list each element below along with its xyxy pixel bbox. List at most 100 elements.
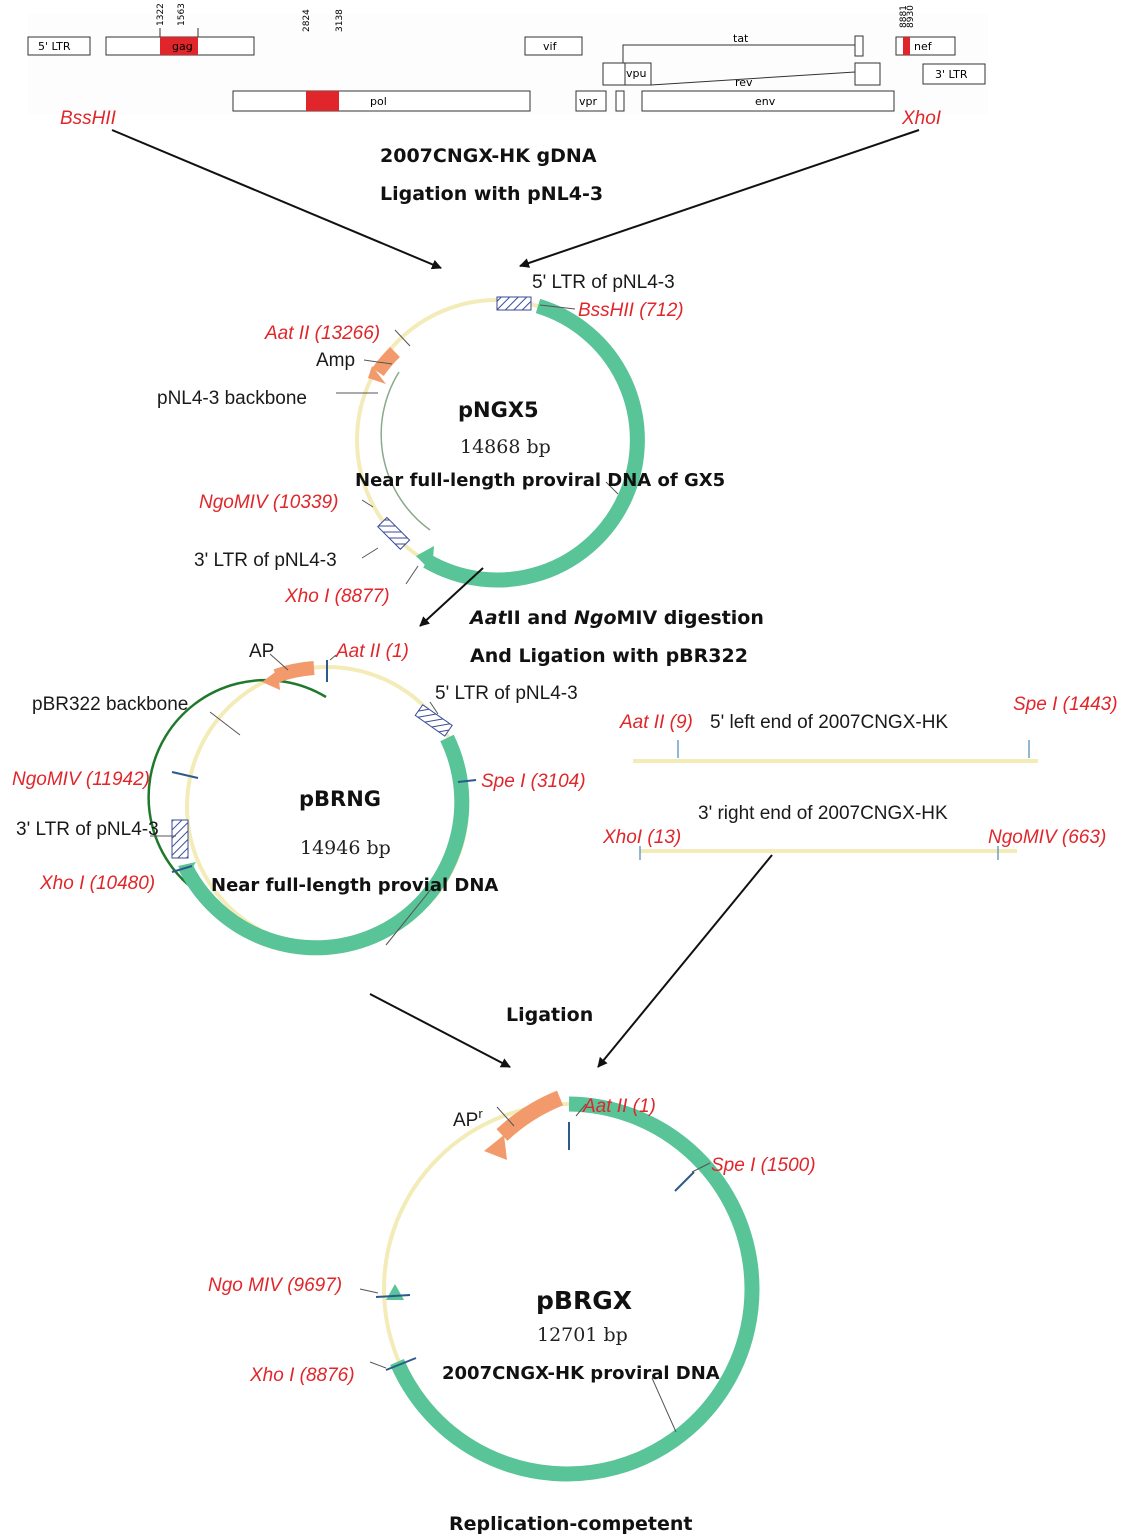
pos-8930: 8930 (906, 5, 916, 28)
pbrng-ltr3-label: 3' LTR of pNL4-3 (16, 819, 159, 840)
arrow-left-into-pngx5 (111, 129, 442, 270)
ptr-ltr3 (361, 547, 379, 559)
ptr-pbrng-backbone (209, 711, 241, 736)
gene-rev-label: rev (735, 76, 753, 89)
fragment-right-label: 3' right end of 2007CNGX-HK (698, 803, 948, 824)
ptr-ngomiv (361, 499, 374, 508)
pbrgx-desc: 2007CNGX-HK proviral DNA (442, 1363, 720, 1384)
arrow-fragments-to-pbrgx (597, 854, 773, 1068)
pbrng-ngomiv-label: NgoMIV (11942) (12, 769, 150, 790)
pos-1563: 1563 (177, 3, 187, 26)
pngx5-size: 14868 bp (460, 436, 551, 458)
pbrgx-tick-spei (674, 1171, 695, 1192)
pngx5-ltr5-label: 5' LTR of pNL4-3 (532, 272, 675, 293)
pngx5-ltr3-box (377, 516, 411, 550)
pngx5-amp-arrowhead (368, 366, 386, 384)
ptr-desc (605, 481, 619, 495)
step2-line1: AatII and NgoMIV digestion (468, 607, 764, 629)
gene-env-small (615, 90, 625, 112)
pngx5-insert-arrowhead (416, 546, 434, 572)
pngx5-desc: Near full-length proviral DNA of GX5 (355, 470, 725, 491)
gene-3ltr (922, 63, 986, 85)
step1-line2: Ligation with pNL4-3 (380, 183, 603, 205)
plasmid-pngx5: pNGX5 14868 bp Near full-length proviral… (157, 272, 725, 607)
pos-8881: 8881 (899, 5, 909, 28)
pbrgx-insert-arrowhead (386, 1284, 404, 1300)
gene-rev-exon (854, 62, 881, 86)
gene-vpr-label: vpr (579, 95, 597, 108)
gene-gag-label: gag (172, 40, 193, 53)
pbrgx-name: pBRGX (536, 1286, 632, 1315)
ptr-pbrng-aatii (329, 654, 337, 661)
pbrng-spei-label: Spe I (3104) (481, 771, 586, 792)
map-site-xhoi: XhoI (901, 108, 942, 129)
step2-digestion: MIV digestion (617, 607, 764, 629)
gene-pol-label: pol (370, 95, 387, 108)
pngx5-ltr5-box (496, 296, 532, 311)
position-marks: 1322 1563 2824 3138 8881 8930 (156, 3, 916, 37)
pngx5-xhoi-label: Xho I (8877) (284, 586, 390, 607)
gene-vpu (624, 62, 652, 86)
pngx5-amp-arrow (372, 346, 400, 377)
pbrgx-ap-arrow (496, 1090, 564, 1141)
ptr-pbrgx-aatii (575, 1103, 587, 1117)
pbrgx-ap-arrowhead (484, 1135, 507, 1160)
step3-label: Ligation (506, 1004, 593, 1026)
pngx5-backbone-arc (380, 371, 431, 531)
pbrgx-insert-arc (390, 1096, 760, 1482)
gene-vif-label: vif (543, 40, 558, 53)
pbrgx-ap-sup: r (478, 1106, 483, 1121)
step2-aat: Aat (468, 607, 508, 629)
pngx5-bsshii-label: BssHII (712) (578, 300, 684, 321)
fragment-right-ngo: NgoMIV (663) (988, 827, 1106, 848)
arrow-pbrng-to-pbrgx (369, 993, 511, 1068)
gag-red-region (160, 37, 198, 55)
rev-line (650, 71, 856, 86)
ptr-pbrng-ltr5 (429, 701, 439, 715)
pngx5-aatii-label: Aat II (13266) (264, 323, 380, 344)
pbrgx-tick-xhoi (385, 1357, 417, 1371)
fragment-left-aat: Aat II (9) (619, 712, 693, 733)
ptr-pbrgx-xhoi (369, 1361, 387, 1369)
tat-line (622, 44, 855, 63)
plasmid-pbrng: pBRNG 14946 bp Near full-length provial … (12, 641, 586, 956)
pbrgx-ngomiv-label: Ngo MIV (9697) (208, 1275, 342, 1296)
fragment-left-label: 5' left end of 2007CNGX-HK (710, 712, 948, 733)
pngx5-ltr3-label: 3' LTR of pNL4-3 (194, 550, 337, 571)
pbrng-ap-label: AP (249, 641, 274, 662)
footer-label: Replication-competent (449, 1513, 692, 1535)
pbrng-xhoi-label: Xho I (10480) (39, 873, 155, 894)
ptr-aatii (394, 329, 411, 347)
pbrng-ap-arrow (273, 661, 315, 683)
fragment-right-xho: XhoI (13) (602, 827, 681, 848)
pbrgx-spei-label: Spe I (1500) (711, 1155, 816, 1176)
pngx5-backbone-label: pNL4-3 backbone (157, 388, 307, 409)
pbrng-ltr5-label: 5' LTR of pNL4-3 (435, 683, 578, 704)
gene-5ltr-label: 5' LTR (38, 40, 71, 53)
pbrng-tick-xhoi (171, 865, 193, 873)
pbrgx-aatii-label: Aat II (1) (582, 1096, 656, 1117)
ptr-pbrgx-ngomiv (359, 1288, 379, 1294)
gene-nef (895, 36, 956, 56)
pbrng-tick-spei (457, 779, 477, 783)
pbrgx-ap-text: AP (453, 1110, 478, 1131)
gene-tat-label: tat (733, 32, 749, 45)
ptr-bsshii (539, 304, 576, 310)
arrow-right-into-pngx5 (519, 129, 920, 268)
fragment-left: Aat II (9) 5' left end of 2007CNGX-HK Sp… (619, 694, 1118, 763)
gene-vpr (575, 90, 607, 112)
pngx5-ngomiv-label: NgoMIV (10339) (199, 492, 338, 513)
pos-3138: 3138 (335, 9, 345, 32)
pbrgx-size: 12701 bp (537, 1324, 628, 1346)
gene-env (641, 90, 895, 112)
pngx5-insert-arc (423, 298, 645, 588)
pos-2824: 2824 (302, 9, 312, 32)
ptr-pbrgx-desc (651, 1377, 677, 1433)
map-site-bsshii: BssHII (60, 108, 117, 129)
pbrng-tick-ngomiv (171, 771, 199, 779)
step2-line2: And Ligation with pBR322 (470, 645, 748, 667)
pbrgx-tick-ngomiv (375, 1294, 411, 1298)
pbrng-size: 14946 bp (300, 837, 391, 859)
nef-red-region (903, 37, 910, 55)
